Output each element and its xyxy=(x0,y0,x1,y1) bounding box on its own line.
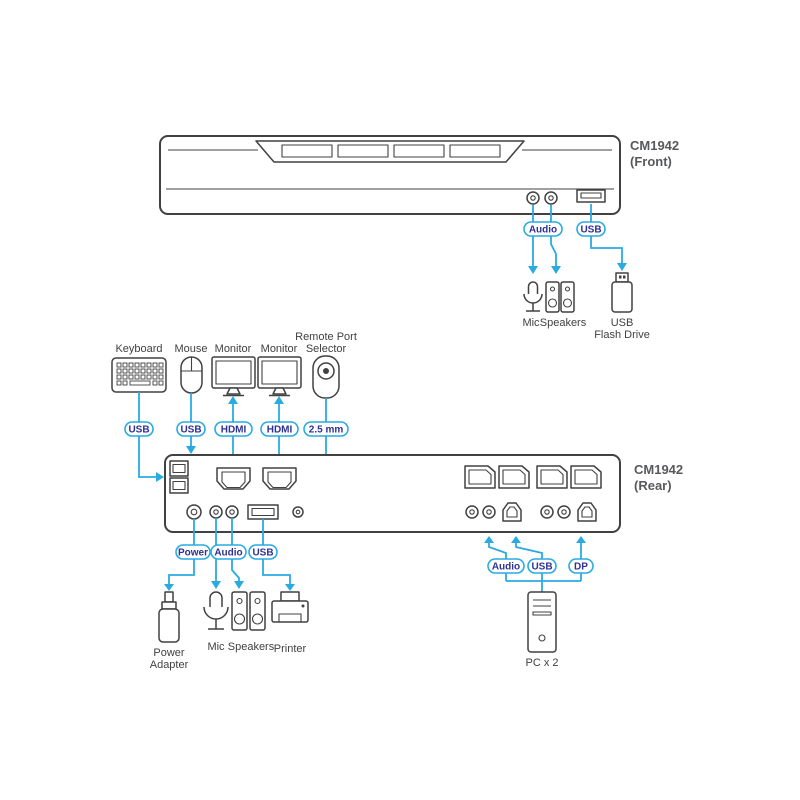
rear-power-jack xyxy=(186,504,202,520)
label-mouse: Mouse xyxy=(174,343,207,355)
front-vent-recess xyxy=(255,140,525,163)
arrow-down-mouse xyxy=(186,446,196,454)
pc-dp-pill: DP xyxy=(568,558,594,574)
rear-pc2-audio-jacks xyxy=(540,505,571,519)
rear-usb-pill-mouse: USB xyxy=(176,421,206,437)
mic-icon-rear xyxy=(203,591,229,630)
label-remote-line1: Remote Port xyxy=(295,331,357,343)
rear-audio-pill-label: Audio xyxy=(214,548,242,559)
rear-pc1-usb-b-port xyxy=(502,502,522,522)
pc-tower-icon xyxy=(527,591,557,653)
label-printer: Printer xyxy=(274,643,307,655)
rear-25mm-pill-label: 2.5 mm xyxy=(309,425,344,436)
rear-model-label-line2: (Rear) xyxy=(634,478,672,493)
rear-hdmi-port-1 xyxy=(216,467,251,490)
arrow-down-mic-rear xyxy=(211,581,221,589)
label-mic-front: Mic xyxy=(522,317,540,329)
rear-bottom-cables xyxy=(164,518,295,591)
pc-usb-pill-label: USB xyxy=(531,562,552,573)
printer-icon xyxy=(271,591,309,623)
arrow-down-speakers-rear xyxy=(234,581,244,589)
rear-audio-jack-1 xyxy=(209,505,223,519)
arrow-up-pc-audio xyxy=(484,536,494,543)
rear-audio-jack-2 xyxy=(225,505,239,519)
rear-hdmi-pill-2-label: HDMI xyxy=(267,425,293,436)
label-usb-flash-line1: USB xyxy=(611,317,634,329)
rear-dp-port-2 xyxy=(498,465,530,489)
label-usb-flash-line2: Flash Drive xyxy=(594,329,650,341)
label-speakers-front: Speakers xyxy=(540,317,587,329)
front-audio-pill: Audio xyxy=(523,221,563,237)
front-usb-pill: USB xyxy=(576,221,606,237)
rear-usb-pill-mouse-label: USB xyxy=(180,425,201,436)
label-monitor-2: Monitor xyxy=(261,343,298,355)
arrow-down-usb-flash xyxy=(617,263,627,271)
arrow-up-monitor-2 xyxy=(274,396,284,404)
rear-pc1-audio-jacks xyxy=(465,505,496,519)
rear-hdmi-pill-2: HDMI xyxy=(260,421,299,437)
arrow-up-pc-usb xyxy=(511,536,521,543)
rear-25mm-jack xyxy=(292,506,304,518)
monitor-icon-1 xyxy=(211,356,256,397)
pc-dp-pill-label: DP xyxy=(574,562,588,573)
front-model-label-line1: CM1942 xyxy=(630,138,679,153)
label-pc-x2: PC x 2 xyxy=(525,657,558,669)
speakers-icon xyxy=(545,281,575,313)
rear-usb-ports-stacked xyxy=(169,460,189,494)
front-device xyxy=(159,135,621,215)
arrow-down-printer xyxy=(285,584,295,591)
rear-usb-pill: USB xyxy=(248,544,278,560)
pc-cables xyxy=(484,536,586,592)
label-keyboard: Keyboard xyxy=(115,343,162,355)
rear-usb-a-port xyxy=(247,504,279,520)
front-audio-jack-2 xyxy=(544,191,558,205)
keyboard-icon xyxy=(111,357,167,393)
rear-hdmi-pill-1-label: HDMI xyxy=(221,425,247,436)
rear-hdmi-port-2 xyxy=(262,467,297,490)
rear-dp-port-4 xyxy=(570,465,602,489)
arrow-down-speakers xyxy=(551,266,561,274)
label-power-adapter-line1: Power xyxy=(153,647,185,659)
monitor-icon-2 xyxy=(257,356,302,397)
arrow-up-pc-dp xyxy=(576,536,586,543)
mouse-icon xyxy=(180,356,203,394)
front-usb-pill-label: USB xyxy=(580,225,601,236)
rear-25mm-pill: 2.5 mm xyxy=(303,421,349,437)
front-audio-jack-1 xyxy=(526,191,540,205)
rear-hdmi-pill-1: HDMI xyxy=(214,421,253,437)
pc-audio-pill: Audio xyxy=(487,558,525,574)
power-adapter-icon xyxy=(158,591,180,643)
pc-usb-pill: USB xyxy=(527,558,557,574)
front-usb-port xyxy=(576,189,606,203)
front-model-label-line2: (Front) xyxy=(630,154,672,169)
rear-usb-pill-keyboard-label: USB xyxy=(128,425,149,436)
label-mic-rear: Mic xyxy=(207,641,225,653)
rear-pc2-usb-b-port xyxy=(577,502,597,522)
rear-power-pill: Power xyxy=(175,544,211,560)
rear-dp-port-1 xyxy=(464,465,496,489)
speakers-icon-rear xyxy=(231,591,266,631)
remote-port-selector-icon xyxy=(312,355,340,399)
label-power-adapter-line2: Adapter xyxy=(150,659,189,671)
label-monitor-1: Monitor xyxy=(215,343,252,355)
arrow-up-monitor-1 xyxy=(228,396,238,404)
rear-audio-pill: Audio xyxy=(210,544,247,560)
arrow-right-keyboard xyxy=(156,472,164,482)
usb-flash-drive-icon xyxy=(611,272,633,313)
rear-usb-pill-keyboard: USB xyxy=(124,421,154,437)
arrow-down-power xyxy=(164,584,174,591)
mic-icon xyxy=(523,281,543,312)
pc-audio-pill-label: Audio xyxy=(492,562,520,573)
label-speakers-rear: Speakers xyxy=(228,641,275,653)
rear-usb-pill-label: USB xyxy=(252,548,273,559)
label-remote-line2: Selector xyxy=(306,343,347,355)
rear-model-label-line1: CM1942 xyxy=(634,462,683,477)
arrow-down-mic xyxy=(528,266,538,274)
rear-dp-port-3 xyxy=(536,465,568,489)
rear-device xyxy=(164,454,621,533)
rear-power-pill-label: Power xyxy=(178,548,208,559)
front-audio-pill-label: Audio xyxy=(529,225,557,236)
